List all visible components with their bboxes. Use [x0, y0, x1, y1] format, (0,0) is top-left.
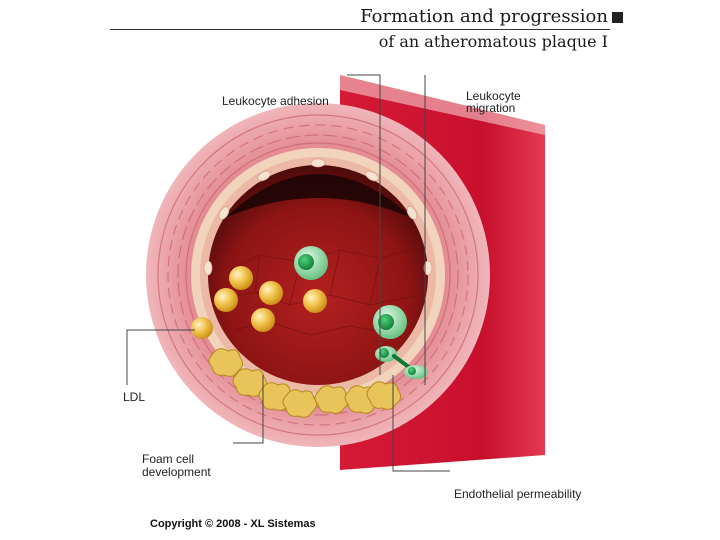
label-leukocyte-adhesion: Leukocyte adhesion	[222, 94, 329, 108]
foam-cells	[208, 348, 402, 418]
ldl-particle	[229, 266, 253, 290]
label-foam-cell-line1: Foam cell	[142, 452, 195, 466]
endothelial-cells	[203, 158, 433, 276]
ldl-particle	[214, 288, 238, 312]
leukocyte-adhering	[373, 305, 407, 339]
label-foam-cell-line2: development	[142, 465, 211, 479]
diagram-subtitle: of an atheromatous plaque I	[378, 32, 608, 51]
leader-lines	[126, 74, 450, 472]
label-leukocyte-migration-line2: migration	[466, 101, 516, 115]
ldl-particle	[259, 281, 283, 305]
ldl-particles	[191, 266, 327, 339]
ldl-particle-wall	[191, 317, 213, 339]
label-ldl: LDL	[123, 390, 146, 404]
label-endothelial-permeability: Endothelial permeability	[454, 487, 582, 501]
ldl-particle	[303, 289, 327, 313]
leukocyte-free	[294, 246, 328, 280]
label-leukocyte-migration-line1: Leukocyte	[466, 89, 521, 103]
ldl-particle	[251, 308, 275, 332]
copyright-notice: Copyright © 2008 - XL Sistemas	[150, 518, 316, 530]
diagram-title: Formation and progression	[360, 6, 608, 27]
lumen-shadow	[225, 174, 412, 218]
title-square-mark	[612, 12, 623, 23]
wall-texture	[157, 114, 479, 436]
title-rule	[110, 29, 610, 30]
